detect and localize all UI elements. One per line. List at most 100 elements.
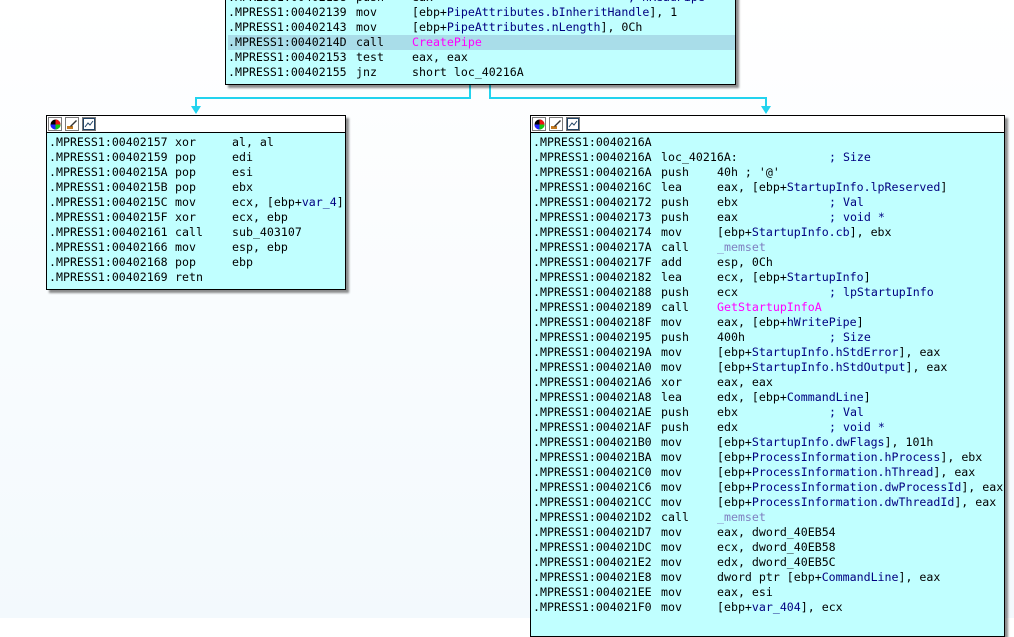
- operand-symbol[interactable]: CommandLine: [786, 390, 864, 404]
- operand-symbol[interactable]: CreatePipe: [412, 35, 482, 49]
- rename-pencil-icon[interactable]: [549, 117, 563, 131]
- instruction-mnemonic: mov: [661, 585, 682, 599]
- instruction-operands: _memset: [717, 510, 766, 525]
- instruction-operands: [ebp+PipeAttributes.bInheritHandle], 1: [412, 5, 677, 20]
- operand-symbol[interactable]: _memset: [717, 240, 766, 254]
- instruction-mnemonic: test: [356, 50, 384, 64]
- instruction-line[interactable]: .MPRESS1:00402138pusheax; hReadPipe: [228, 0, 735, 5]
- operand-symbol[interactable]: ProcessInformation.hThread: [751, 465, 934, 479]
- color-palette-icon[interactable]: [48, 117, 62, 131]
- operand-symbol[interactable]: StartupInfo.lpReserved: [786, 180, 941, 194]
- operand-symbol[interactable]: var_4: [301, 195, 337, 209]
- instruction-operands: [ebp+StartupInfo.hStdError], eax: [717, 345, 940, 360]
- instruction-mnemonic: call: [661, 300, 689, 314]
- operand-symbol[interactable]: _memset: [717, 510, 766, 524]
- instruction-mnemonic: push: [661, 330, 689, 344]
- instruction-operands: ecx, dword_40EB58: [717, 540, 836, 555]
- rename-pencil-icon[interactable]: [65, 117, 79, 131]
- operand-symbol[interactable]: ProcessInformation.hProcess: [751, 450, 941, 464]
- instruction-mnemonic: mov: [661, 360, 682, 374]
- operand-symbol[interactable]: GetStartupInfoA: [717, 300, 822, 314]
- instruction-operands: [ebp+StartupInfo.cb], ebx: [717, 225, 892, 240]
- instruction-mnemonic: mov: [175, 240, 196, 254]
- node-instructions: .MPRESS1:00402138pusheax; hReadPipe.MPRE…: [226, 0, 735, 80]
- instruction-operands: edi: [232, 150, 253, 165]
- instruction-operands: [ebp+StartupInfo.hStdOutput], eax: [717, 360, 947, 375]
- graph-overview-icon[interactable]: [82, 117, 96, 131]
- instruction-operands: 400h: [717, 330, 745, 345]
- operand-symbol[interactable]: PipeAttributes.nLength: [446, 20, 601, 34]
- instruction-mnemonic: pop: [175, 150, 196, 164]
- instruction-comment: ; void *: [829, 420, 885, 434]
- operand-symbol[interactable]: StartupInfo: [786, 270, 864, 284]
- operand-symbol[interactable]: StartupInfo.dwFlags: [751, 435, 885, 449]
- operand-symbol[interactable]: StartupInfo.hStdOutput: [751, 360, 906, 374]
- operand-symbol[interactable]: hWritePipe: [786, 315, 857, 329]
- graph-node-createpipe[interactable]: .MPRESS1:00402138pusheax; hReadPipe.MPRE…: [225, 0, 736, 85]
- operand-symbol[interactable]: var_404: [751, 600, 801, 614]
- operand-symbol[interactable]: StartupInfo.cb: [751, 225, 850, 239]
- operand-text: 40h ; '@': [717, 165, 780, 179]
- operand-symbol[interactable]: ProcessInformation.dwThreadId: [751, 495, 955, 509]
- operand-text: 400h: [717, 330, 745, 344]
- instruction-line[interactable]: .MPRESS1:0040216A: [533, 135, 1004, 150]
- operand-symbol[interactable]: PipeAttributes.bInheritHandle: [446, 5, 650, 19]
- operand-symbol[interactable]: ProcessInformation.dwProcessId: [751, 480, 962, 494]
- operand-symbol[interactable]: StartupInfo.hStdError: [751, 345, 899, 359]
- instruction-address: .MPRESS1:0040215B: [49, 180, 168, 194]
- instruction-operands: ecx, [ebp+var_4]: [232, 195, 344, 210]
- color-palette-icon[interactable]: [532, 117, 546, 131]
- operand-symbol[interactable]: CommandLine: [821, 570, 899, 584]
- graph-overview-icon[interactable]: [566, 117, 580, 131]
- instruction-address: .MPRESS1:004021A8: [533, 390, 652, 404]
